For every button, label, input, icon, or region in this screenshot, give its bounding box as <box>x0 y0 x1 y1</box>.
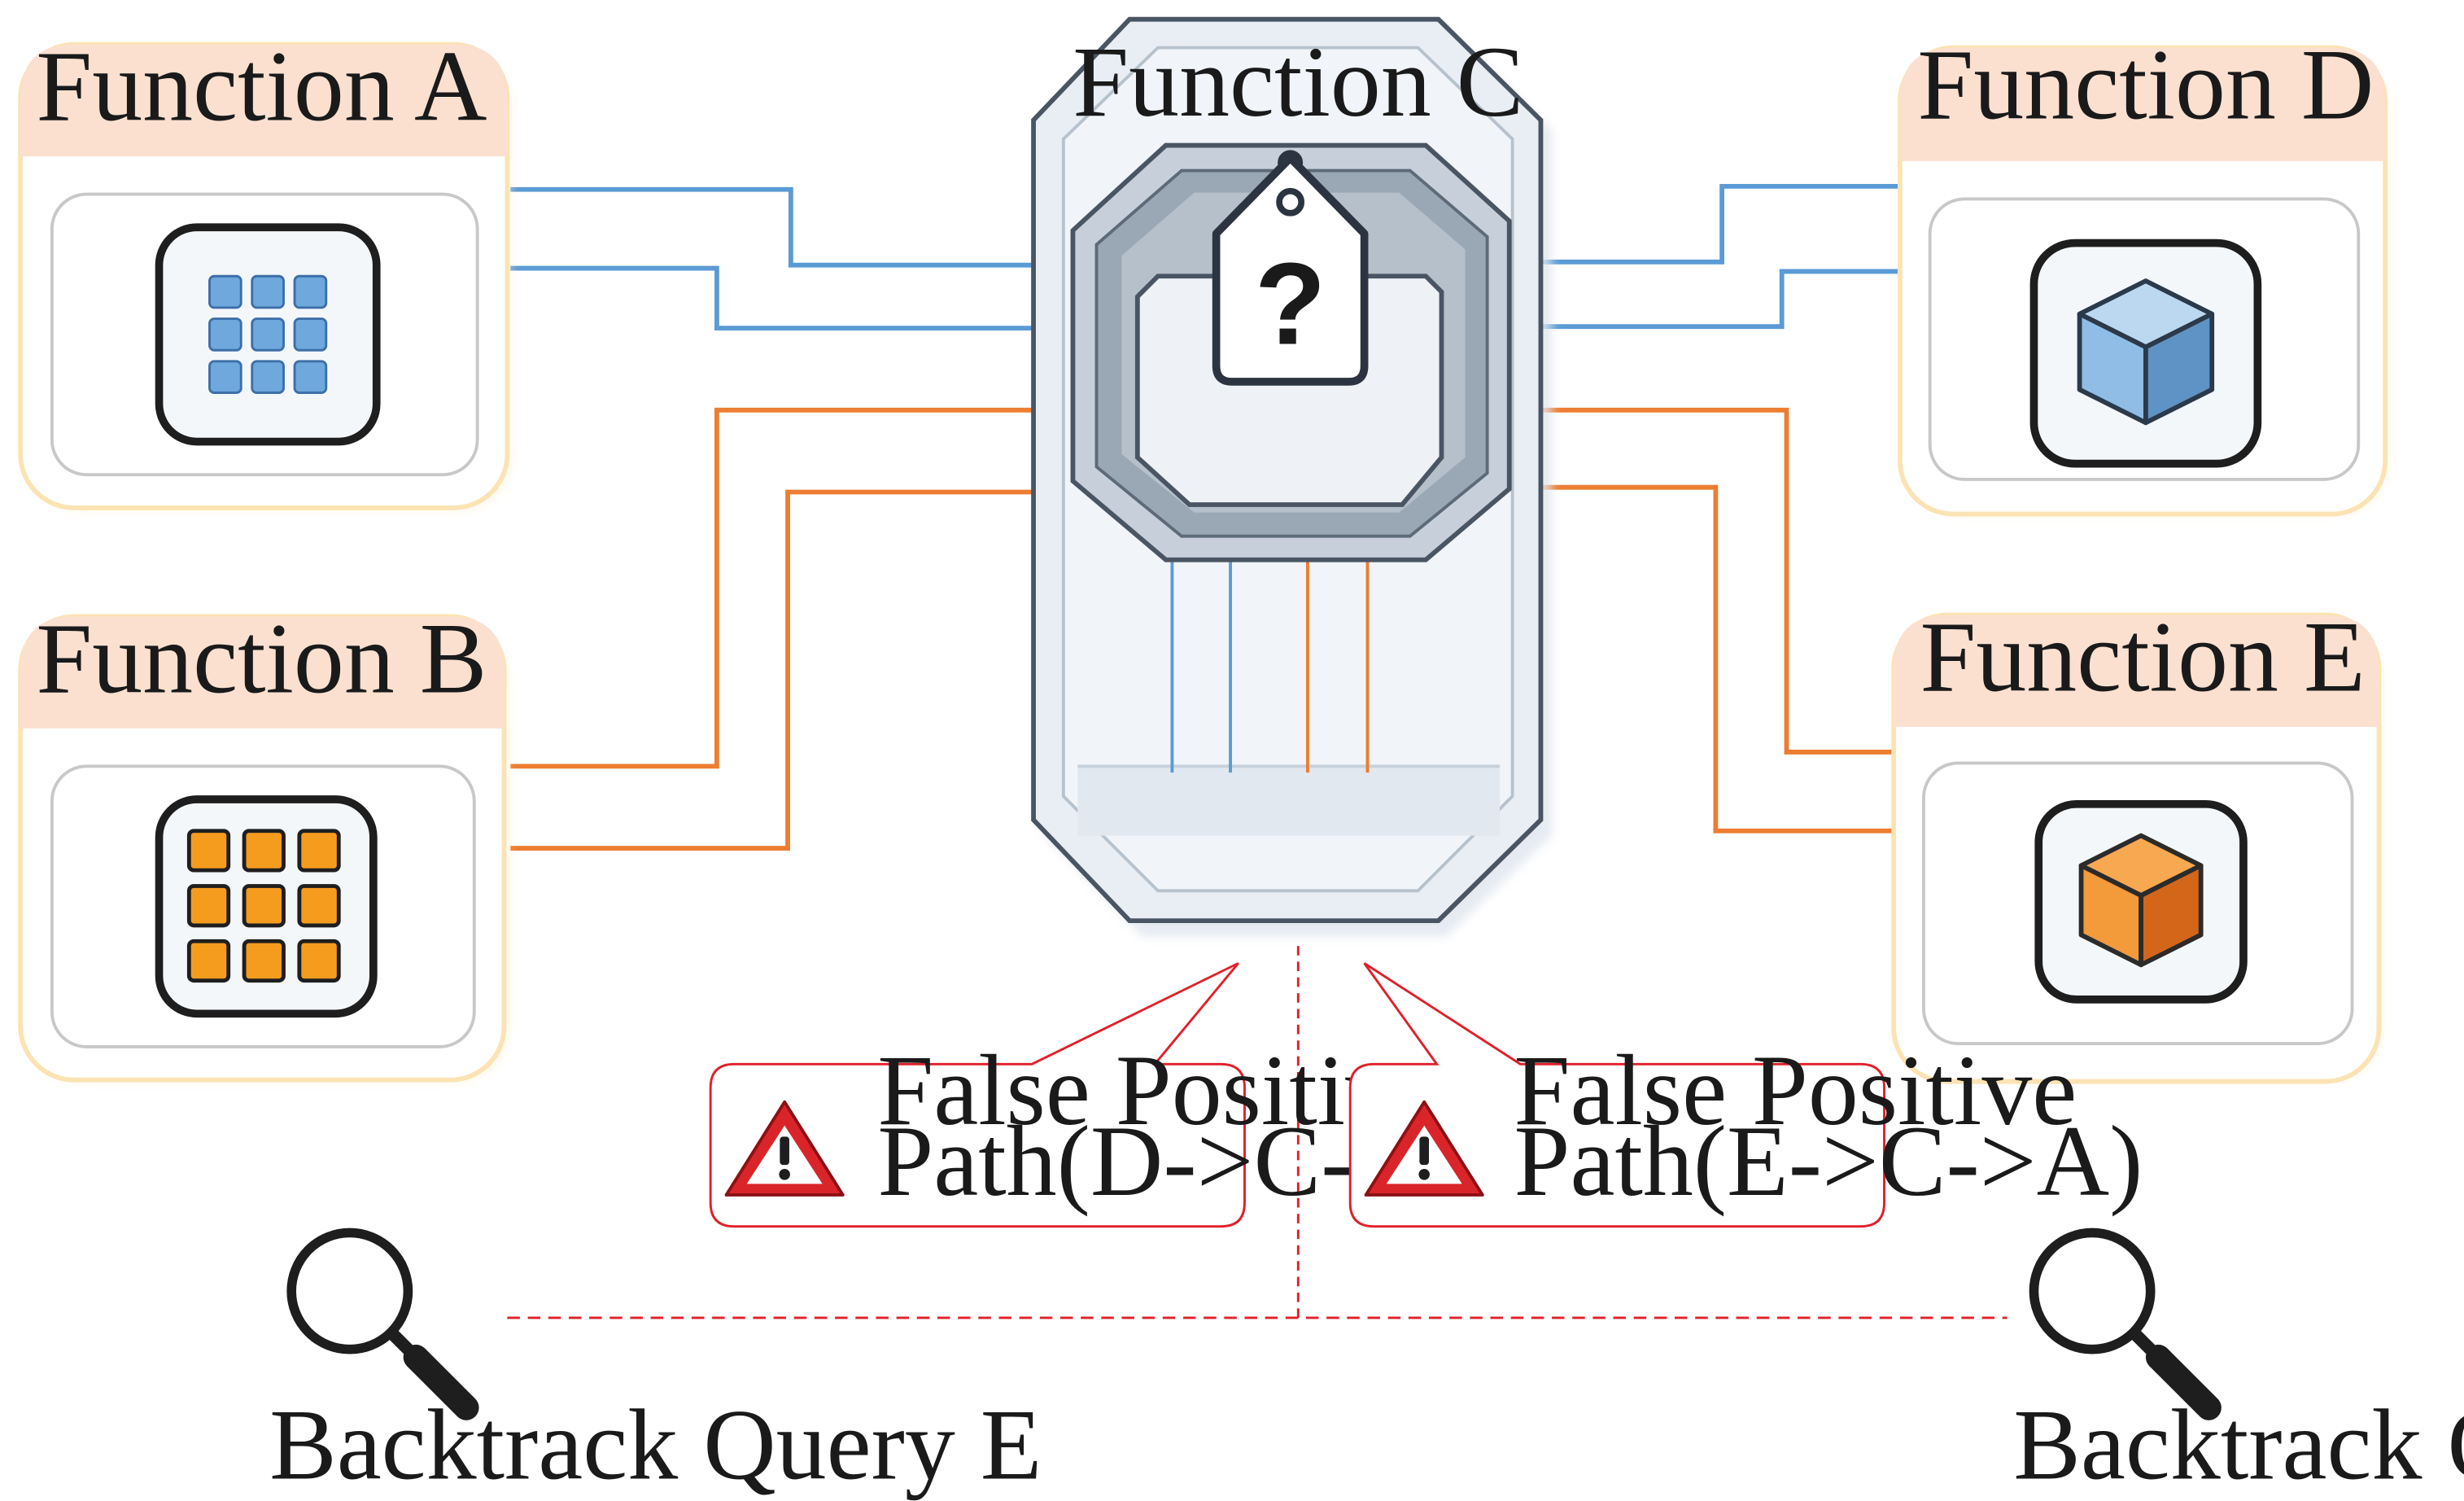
function-e-title: Function E <box>1920 601 2365 712</box>
function-d-title: Function D <box>1917 29 2374 141</box>
magnifier-icon <box>286 1227 479 1420</box>
function-a-card[interactable]: Function A <box>18 31 511 510</box>
orange-cube-icon <box>2034 799 2248 1004</box>
magnifier-icon <box>2029 1227 2222 1420</box>
function-c-module[interactable]: Function C ? <box>1031 16 1553 937</box>
function-d-card[interactable]: Function D <box>1897 29 2388 517</box>
function-b-title: Function B <box>36 602 487 714</box>
backtrack-query-d[interactable]: Backtrack Query D <box>2013 1227 2464 1500</box>
blue-cube-icon <box>2029 238 2262 468</box>
connector-c-d-1 <box>1540 183 1900 265</box>
connector-a-c-2 <box>510 265 1073 331</box>
connector-c-e-2 <box>1540 484 1894 834</box>
function-e-card[interactable]: Function E <box>1891 601 2382 1084</box>
false-positive-left-line1: False Positive <box>877 1035 1440 1146</box>
orange-grid-icon <box>155 795 378 1018</box>
false-positive-right-line1: False Positive <box>1514 1035 2077 1146</box>
connector-b-c-2 <box>510 489 1073 851</box>
connector-c-d-2 <box>1540 269 1900 330</box>
connector-c-e-1 <box>1540 407 1894 755</box>
connectors <box>510 183 1900 851</box>
connector-b-c-1 <box>510 407 1073 769</box>
internal-paths <box>1170 552 1370 773</box>
function-a-title: Function A <box>36 31 487 142</box>
false-positive-right-line2: Path(E->C->A) <box>1514 1105 2143 1217</box>
question-tag-icon: ? <box>1212 150 1369 386</box>
function-c-title: Function C <box>1073 26 1523 138</box>
warning-icon <box>724 1100 845 1197</box>
warning-icon <box>1364 1100 1484 1197</box>
backtrack-query-d-label: Backtrack Query D <box>2013 1389 2464 1500</box>
svg-text:?: ? <box>1255 238 1326 369</box>
backtrack-query-e[interactable]: Backtrack Query E <box>269 1227 1042 1500</box>
function-b-card[interactable]: Function B <box>18 602 508 1083</box>
connector-a-c-1 <box>510 186 1073 268</box>
false-positive-callout-left[interactable]: False Positive Path(D->C->B) <box>709 962 1512 1228</box>
false-positive-links <box>507 946 2007 1319</box>
backtrack-query-e-label: Backtrack Query E <box>269 1389 1042 1500</box>
false-positive-callout-right[interactable]: False Positive Path(E->C->A) <box>1348 962 2143 1228</box>
blue-grid-icon <box>155 223 381 446</box>
